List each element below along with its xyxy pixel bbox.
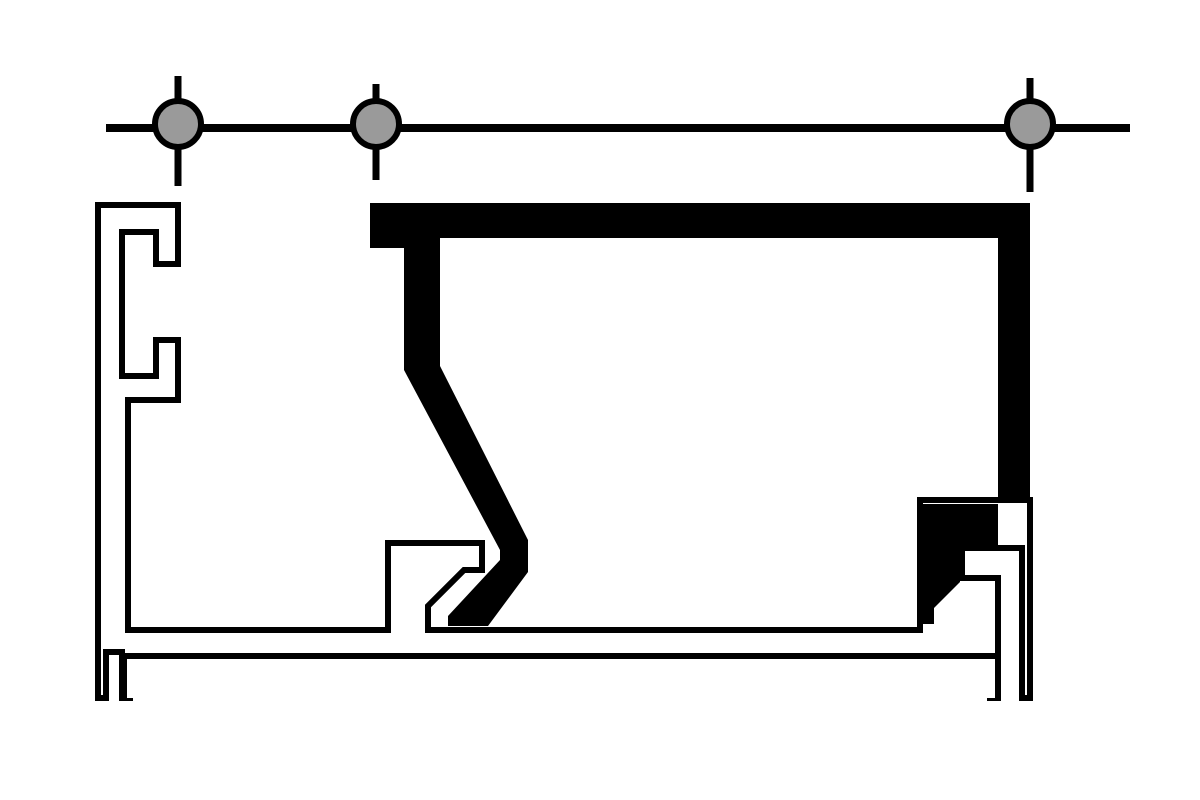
- fixed-frame-profile: [95, 202, 1033, 701]
- node-circle-2: [350, 98, 402, 150]
- sash-profile: [370, 203, 1030, 626]
- base-rail-profile: [121, 653, 1001, 698]
- sash-foot: [922, 504, 998, 624]
- reference-line-group: [106, 76, 1130, 192]
- node-circle-3: [1004, 98, 1056, 150]
- node-circle-1: [152, 98, 204, 150]
